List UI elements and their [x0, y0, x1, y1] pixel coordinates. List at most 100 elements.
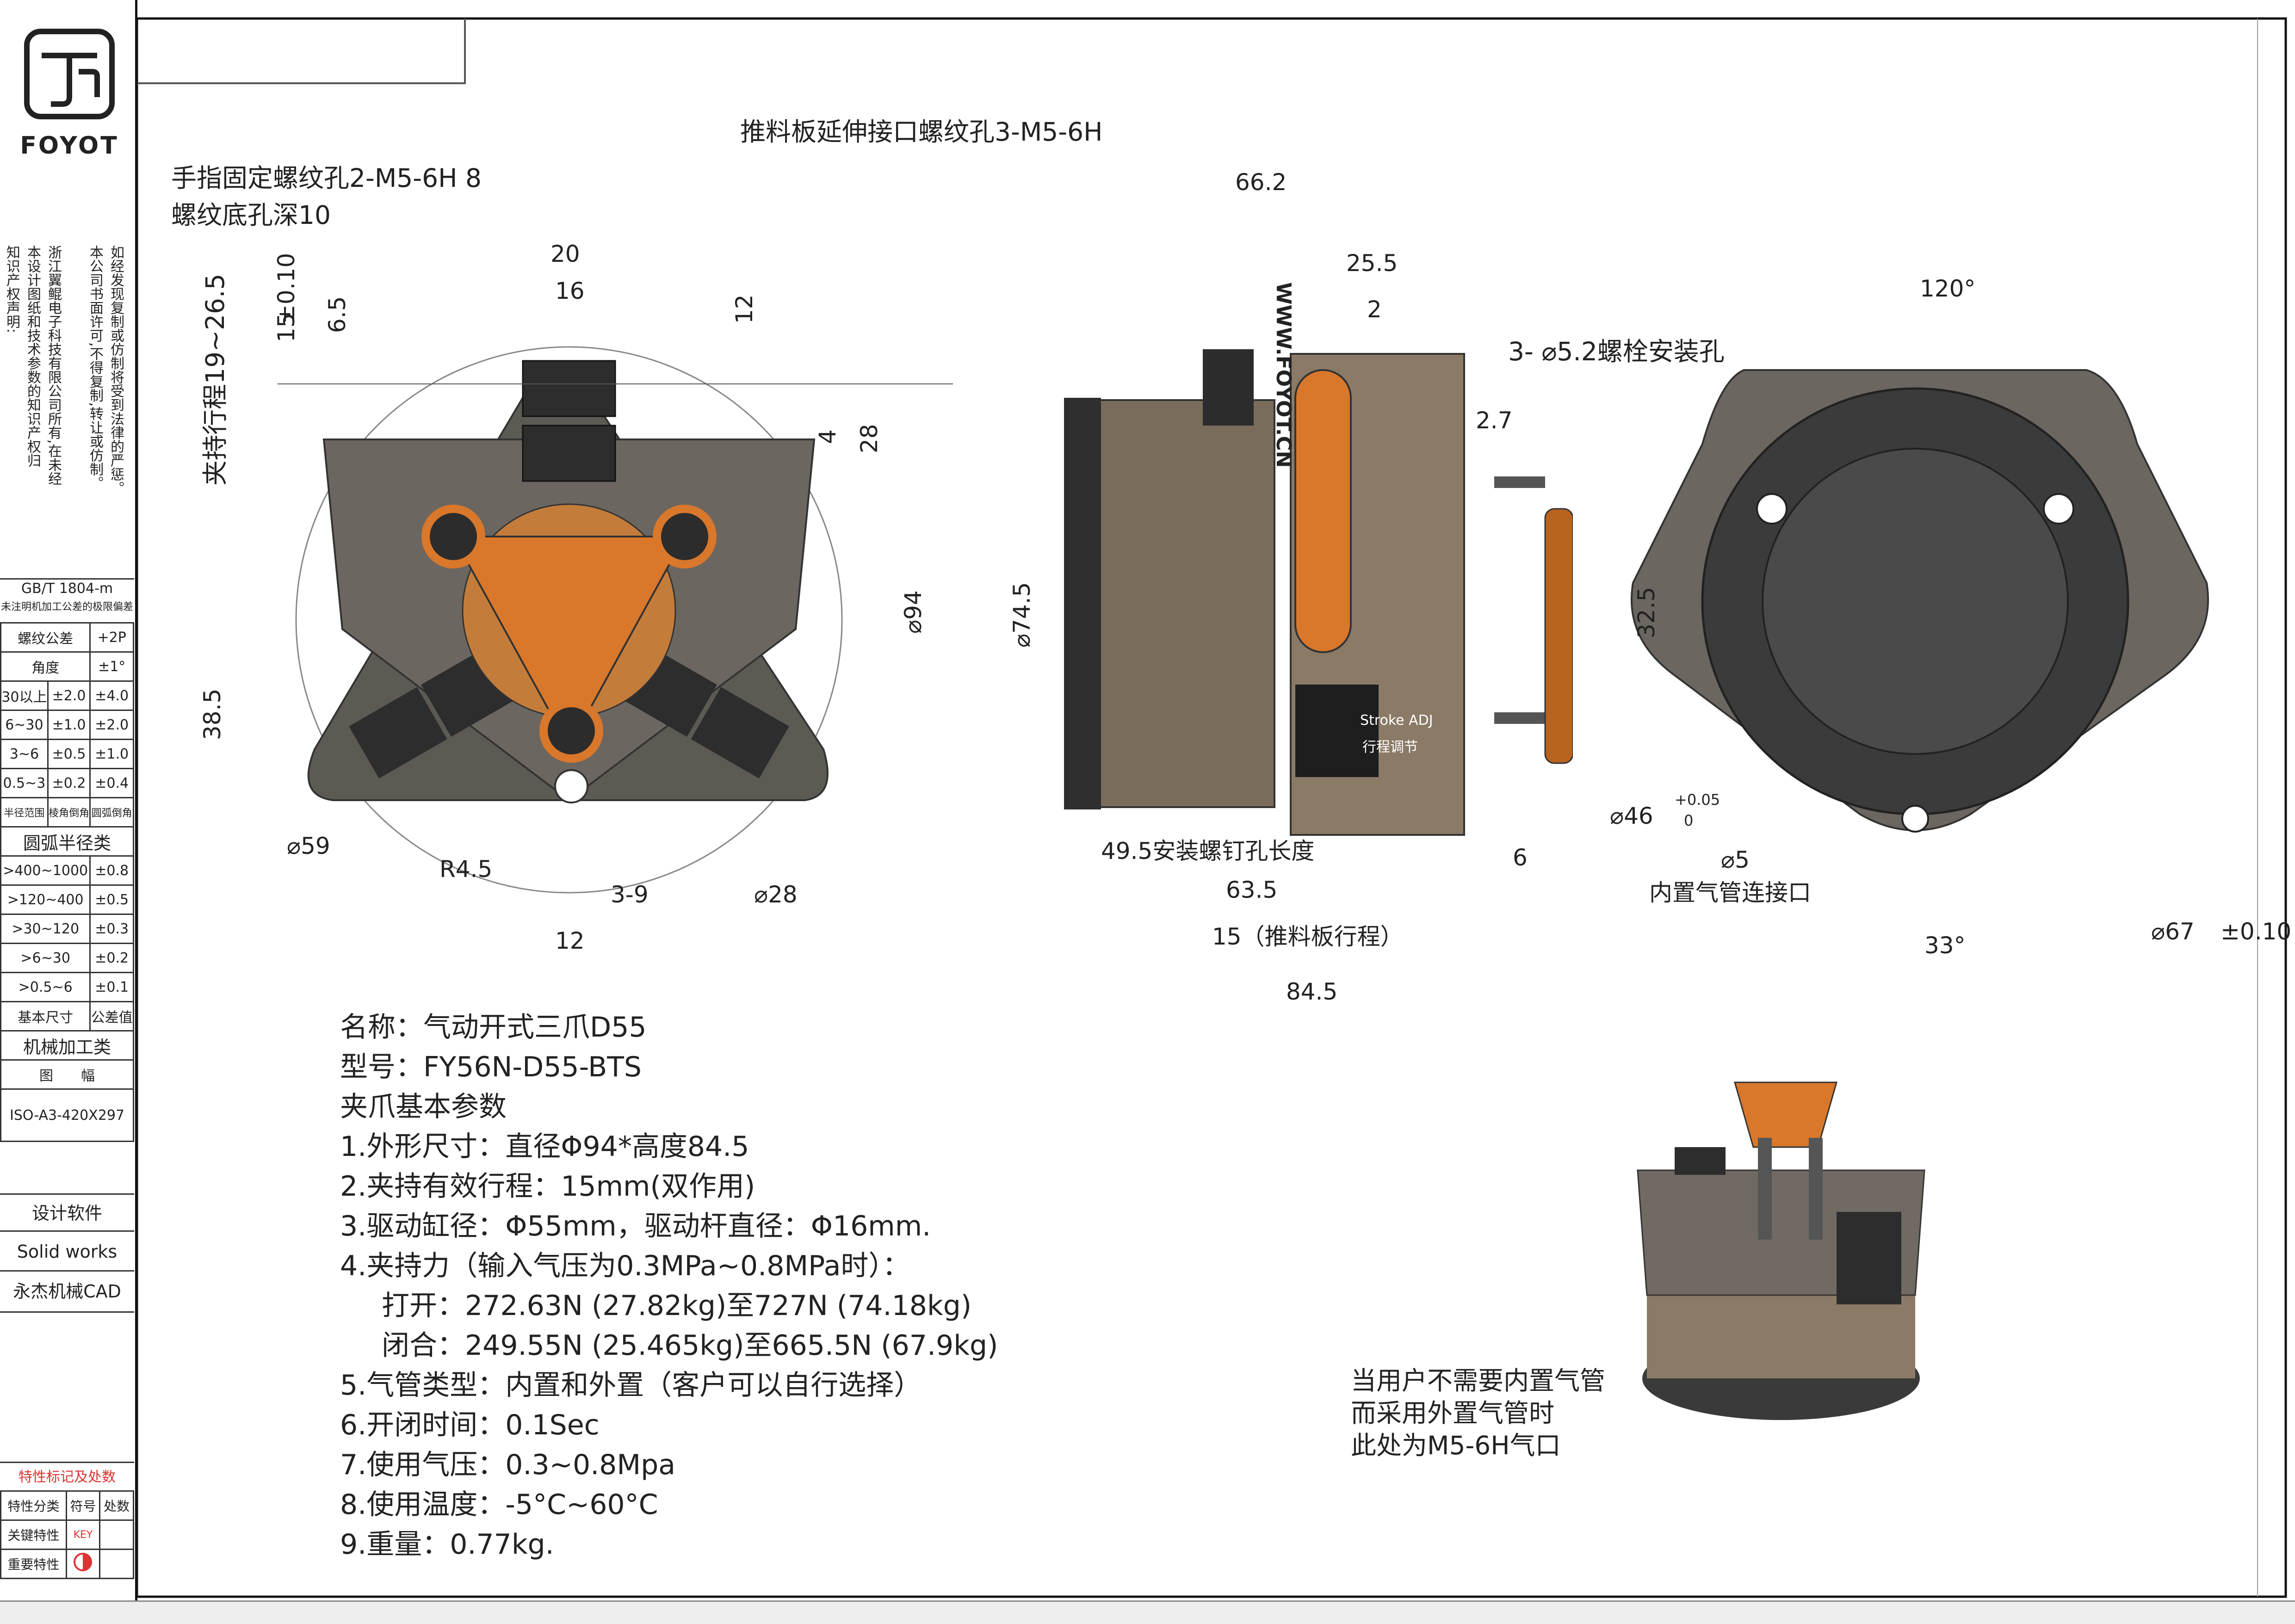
spec-item: 打开：272.63N (27.82kg)至727N (74.18kg) [382, 1290, 972, 1322]
thread-depth-note: 螺纹底孔深10 [171, 200, 331, 230]
screw-length-note: 49.5安装螺钉孔长度 [1101, 838, 1315, 864]
marks-cell [99, 1519, 134, 1550]
tol-row: 0.5~3 ±0.2 ±0.4 [0, 768, 134, 798]
clamp-stroke-note: 夹持行程19~26.5 [200, 273, 230, 486]
radius-row: >30~120 ±0.3 [0, 914, 134, 944]
spec-item: 闭合：249.55N (25.465kg)至665.5N (67.9kg) [382, 1329, 998, 1362]
radius-title: 圆弧半径类 [0, 826, 134, 857]
dim-28: 28 [856, 424, 883, 453]
dim-6-5: 6.5 [324, 296, 351, 333]
spec-item: 3.驱动缸径：Φ55mm，驱动杆直径：Φ16mm. [340, 1210, 931, 1242]
angle-value: ±1° [89, 651, 134, 682]
tol-cell: 3~6 [0, 739, 49, 769]
dim-6: 6 [1513, 844, 1528, 871]
dim-r4-5: R4.5 [439, 856, 493, 883]
dim-2: 2 [1367, 296, 1382, 323]
tol-cell: ±0.2 [47, 768, 91, 798]
foyot-logo-icon [24, 29, 115, 119]
spec-model: 型号：FY56N-D55-BTS [340, 1051, 642, 1083]
radius-row: >400~1000 ±0.8 [0, 855, 134, 886]
marks-cell [99, 1549, 134, 1579]
stroke-adj-text: Stroke ADJ [1360, 712, 1433, 729]
tol-title: GB/T 1804-m [21, 580, 113, 597]
dim-12-bot: 12 [555, 927, 585, 954]
tol-row: 3~6 ±0.5 ±1.0 [0, 739, 134, 769]
tol-cell: ±0.5 [89, 884, 134, 915]
dim-2-7: 2.7 [1476, 407, 1513, 434]
dim-63-5: 63.5 [1226, 877, 1278, 903]
marks-title: 特性标记及处数 [0, 1462, 134, 1492]
spec-item: 7.使用气压：0.3~0.8Mpa [340, 1449, 675, 1481]
important-row-label: 重要特性 [0, 1549, 67, 1579]
dim-66-2: 66.2 [1235, 169, 1287, 196]
spec-name: 名称：气动开式三爪D55 [340, 1011, 647, 1044]
finger-thread-note: 手指固定螺纹孔2-M5-6H 8 [171, 163, 482, 193]
tol-cell: 6~30 [0, 710, 49, 740]
dim-4: 4 [814, 429, 841, 444]
tol-cell: ±2.0 [47, 680, 91, 711]
push-plate-thread-note: 推料板延伸接口螺纹孔3-M5-6H [740, 117, 1103, 147]
spec-item: 1.外形尺寸：直径Φ94*高度84.5 [340, 1130, 749, 1163]
website-text: WWW.FOYOT.CN [1272, 282, 1295, 468]
dim-32-5: 32.5 [1633, 587, 1660, 638]
ip-line-2: 本设计图纸和技术参数的知识产权归 [25, 245, 41, 467]
dim-25-5: 25.5 [1346, 250, 1398, 277]
front-view [278, 346, 953, 894]
tol-cell: ±0.3 [89, 914, 134, 944]
dim-84-5: 84.5 [1286, 978, 1338, 1005]
bottom-ruler [0, 1600, 2295, 1624]
dim-46-tol-upper: +0.05 [1675, 791, 1720, 809]
key-symbol: KEY [65, 1519, 101, 1550]
angle-33: 33° [1924, 932, 1966, 959]
sheet-label: 图 幅 [0, 1059, 134, 1090]
spec-item: 8.使用温度：-5°C~60°C [340, 1488, 658, 1521]
iso-view [1637, 1081, 1925, 1420]
tolerance-table: 螺纹公差 +2P 角度 ±1° 30以上 ±2.0 ±4.0 6~30 ±1.0… [0, 622, 134, 1142]
basic-size-label: 基本尺寸 [0, 1001, 91, 1031]
tol-cell: ±1.0 [47, 710, 91, 740]
machining-label: 机械加工类 [0, 1030, 134, 1061]
dim-16: 16 [555, 278, 585, 304]
dim-46-tol-lower: 0 [1684, 812, 1694, 829]
software-1: Solid works [0, 1230, 134, 1272]
title-strip: FOYOT 知识产权声明: 本设计图纸和技术参数的知识产权归 浙江翼鲲电子科技有… [0, 0, 137, 1600]
rear-view [1631, 369, 2209, 833]
marks-cell: 处数 [99, 1490, 134, 1521]
tol-cell: ±1.0 [89, 739, 134, 769]
dim-28-dia: ⌀28 [754, 881, 798, 908]
tol-subtitle: 未注明机加工公差的极限偏差 [0, 601, 133, 613]
tol-cell: 半径范围 [0, 797, 49, 827]
tol-cell: 0.5~3 [0, 768, 49, 798]
thread-label: 螺纹公差 [0, 622, 91, 653]
tol-cell: ±0.4 [89, 768, 134, 798]
external-air-line: 而采用外置气管时 [1351, 1398, 1555, 1428]
spec-item: 6.开闭时间：0.1Sec [340, 1409, 600, 1441]
spec-heading: 夹爪基本参数 [340, 1091, 507, 1123]
brand-name: FOYOT [20, 132, 119, 160]
ip-line-4: 本公司书面许可,不得复制,转让或仿制。 [87, 245, 103, 490]
dim-94: ⌀94 [900, 590, 927, 634]
half-circle-icon [74, 1553, 93, 1571]
dim-46: ⌀46 [1610, 803, 1653, 829]
tol-cell: ±0.1 [89, 972, 134, 1002]
dim-38-5: 38.5 [199, 688, 226, 740]
tol-cell: ±0.5 [47, 739, 91, 769]
dim-3-9: 3-9 [611, 881, 649, 908]
software-2: 永杰机械CAD [0, 1270, 134, 1313]
tol-cell: ±2.0 [89, 710, 134, 740]
spec-item: 4.夹持力（输入气压为0.3MPa~0.8MPa时）： [340, 1250, 910, 1282]
external-air-line: 此处为M5-6H气口 [1351, 1431, 1561, 1460]
spec-item: 9.重量：0.77kg. [340, 1528, 554, 1561]
bolt-holes-note: 3- ⌀5.2螺栓安装孔 [1508, 337, 1725, 366]
air-port-label: 内置气管连接口 [1649, 879, 1811, 906]
ip-line-5: 如经发现复制或仿制将受到法律的严惩。 [108, 245, 124, 495]
tol-cell: >30~120 [0, 914, 91, 944]
tol-row: 30以上 ±2.0 ±4.0 [0, 680, 134, 711]
tol-cell: ±0.2 [89, 943, 134, 973]
tol-cell: ±4.0 [89, 680, 134, 711]
marks-cell: 符号 [65, 1490, 101, 1521]
tol-cell: 圆弧倒角 [89, 797, 134, 827]
tol-cell: 棱角倒角 [47, 797, 91, 827]
dim-12-top: 12 [731, 294, 758, 324]
